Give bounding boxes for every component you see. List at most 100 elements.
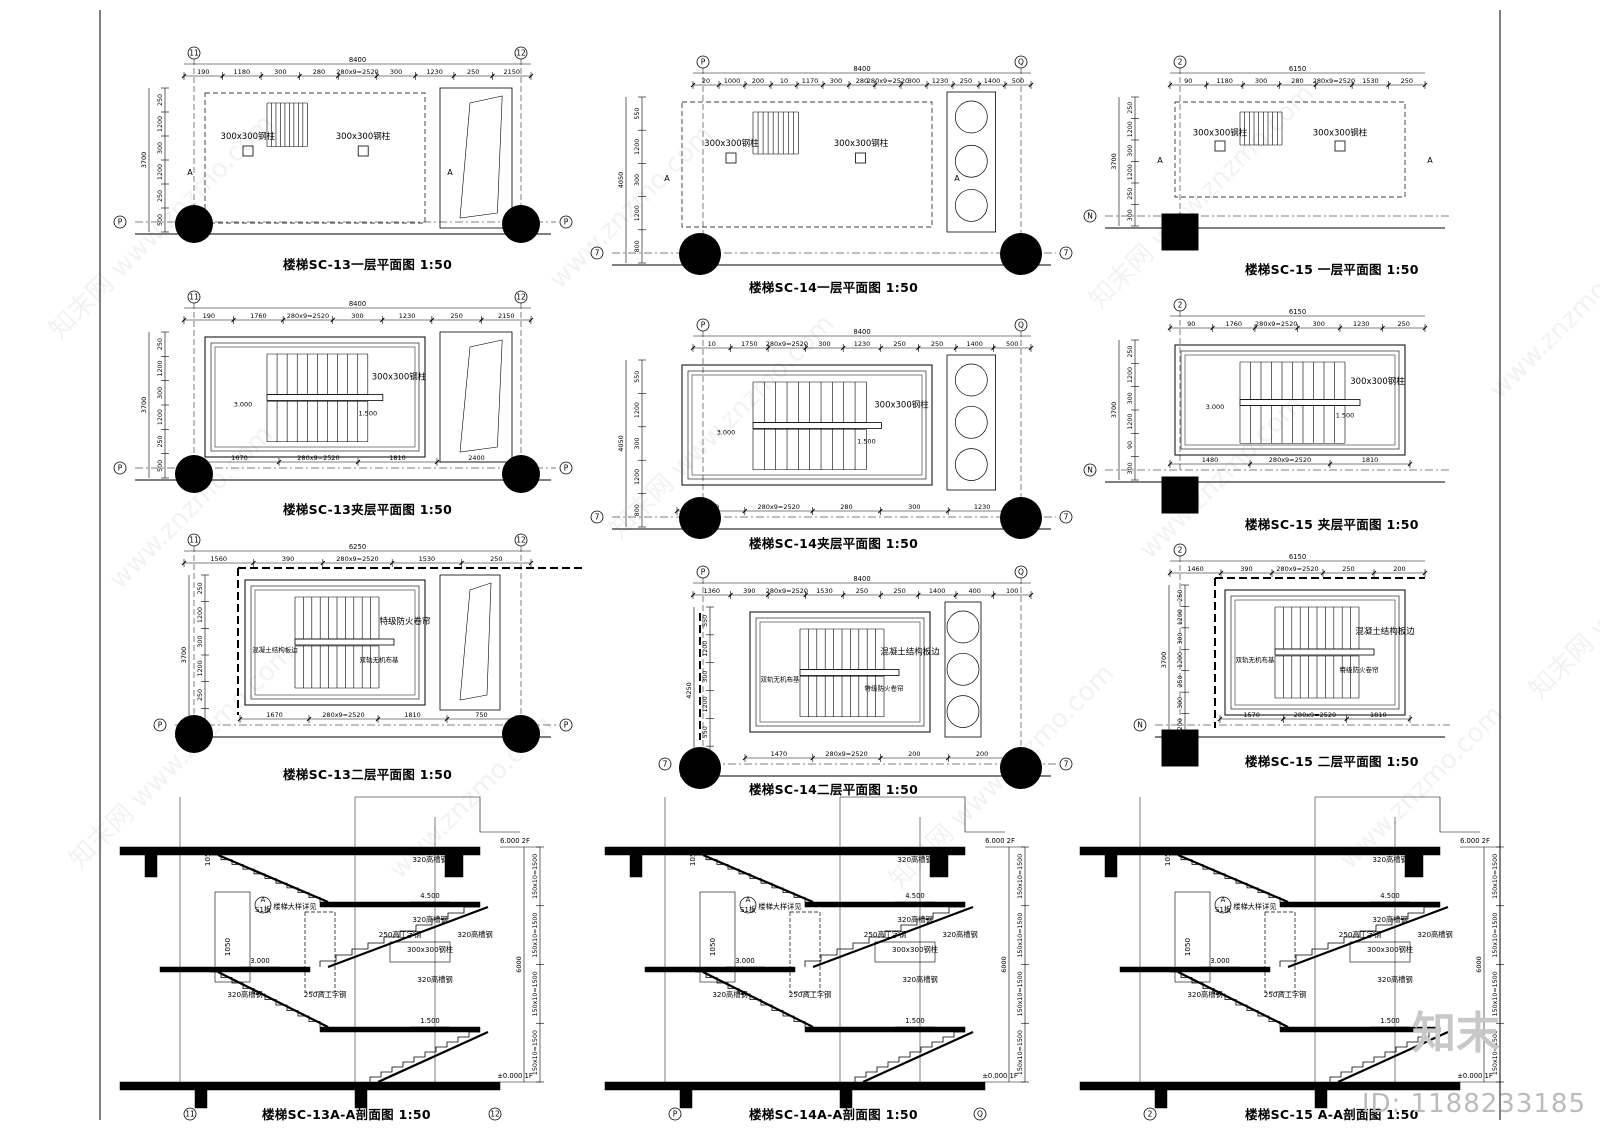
tank-circle [946,695,980,728]
drawing-line [765,345,771,351]
drawing-text: Q [1018,568,1024,577]
drawing-line [1240,82,1246,88]
drawing-text: 150x10=1500 [1492,1030,1499,1075]
drawing-rect [1279,901,1441,908]
axis-bubble [1059,757,1073,771]
drawing-text: 1400 [929,587,946,595]
drawing-text: 1200 [1127,164,1134,180]
drawing-line [742,755,748,761]
drawing-text: 1230 [1353,320,1370,328]
drawing-text: 150x10=1500 [532,854,539,899]
drawing-rect [266,394,384,401]
drawing-text: 280x9=2520 [825,750,867,758]
drawing-line [377,1030,489,1084]
axis-bubble [1083,209,1097,223]
drawing-line [355,459,361,465]
drawing-rect [304,911,336,993]
drawing-text: 双轨无机布基 [360,655,400,664]
drawing-line [953,345,959,351]
drawing-text: 320高槽钢 [457,930,492,939]
drawing-line [434,459,440,465]
drawing-text: 楼梯大样详见 [273,902,316,911]
drawing-text: 250 [197,582,204,594]
drawing-line [330,317,336,323]
drawing-text: 250 [157,94,164,106]
drawing-text: 1050 [1163,847,1172,866]
drawing-rect [1174,891,1211,983]
drawing-text: 280x9=2520 [1294,711,1336,719]
door-leaf [459,582,492,701]
drawing-text: 1000 [724,77,741,85]
drawing-text: 300x300钢柱 [1313,128,1368,139]
watermark-logo: 知末 [1412,1008,1500,1059]
drawing-line [1407,716,1413,722]
drawing-rect [204,336,426,458]
drawing-text: 320高槽钢 [417,975,452,984]
drawing-text: 300 [908,503,920,511]
drawing-text: 1480 [1202,456,1219,464]
drawing-text: 250高工字钢 [379,930,421,939]
drawing-line [1320,570,1326,576]
drawing-text: 混凝土结构板边 [880,646,940,657]
drawing-text: 300 [1255,77,1267,85]
drawing-text: 400 [968,587,980,595]
drawing-text: 3700 [180,647,188,664]
drawing-rect [604,846,966,856]
drawing-rect [1079,1081,1461,1091]
drawing-rect [439,574,501,711]
drawing-text: 300 [274,68,286,76]
drawing-rect [144,854,158,878]
title-sc15-mezz: 楼梯SC-15 夹层平面图 1:50 [1245,517,1419,532]
steel-column [1000,497,1042,539]
drawing-rect [687,370,927,480]
drawing-rect [749,611,931,733]
drawing-rect [681,364,933,486]
stair-flight [369,1031,480,1082]
drawing-line [924,82,930,88]
drawing-line [820,82,826,88]
drawing-text: 1200 [634,402,641,418]
drawing-text: 8400 [853,328,870,336]
drawing-rect [439,87,513,229]
drawing-line [297,73,303,79]
axis-bubble [113,215,127,229]
drawing-text: 3.000 [1206,403,1225,411]
drawing-text: 4.500 [420,892,439,900]
drawing-text: 3.000 [250,957,269,965]
drawing-text: 320高槽钢 [412,855,447,864]
detail-bubble [254,896,272,914]
drawing-text: 特级防火卷帘 [865,684,905,693]
drawing-text: 320高槽钢 [712,990,747,999]
drawing-text: 280x9=2520 [322,711,364,719]
drawing-text: 混凝土结构板边 [252,645,298,654]
drawing-text: 1050 [1183,937,1192,956]
drawing-rect [1079,846,1441,856]
drawing-line [1337,325,1343,331]
drawing-text: 楼梯大样详见 [758,902,801,911]
drawing-text: 6250 [349,543,366,551]
drawing-text: 250 [450,312,462,320]
stair-flight [854,1031,965,1082]
drawing-text: A [1427,156,1433,165]
drawing-line [1280,716,1286,722]
stair-flight [1329,1031,1440,1082]
drawing-text: 90 [1127,441,1134,449]
drawing-rect [1174,101,1406,198]
drawing-text: 3700 [1110,153,1118,170]
drawing-text: 320高槽钢 [1372,915,1407,924]
drawing-text: 7 [1064,513,1069,522]
drawing-line [878,592,884,598]
drawing-text: S1板 [740,905,756,914]
drawing-line [846,82,852,88]
drawing-line [1380,325,1385,331]
drawing-line [1167,82,1173,88]
drawing-text: 1180 [1216,77,1233,85]
drawing-text: 6000 [1000,956,1008,973]
drawing-text: 150x10=1500 [1492,971,1499,1016]
drawing-line [742,82,748,88]
